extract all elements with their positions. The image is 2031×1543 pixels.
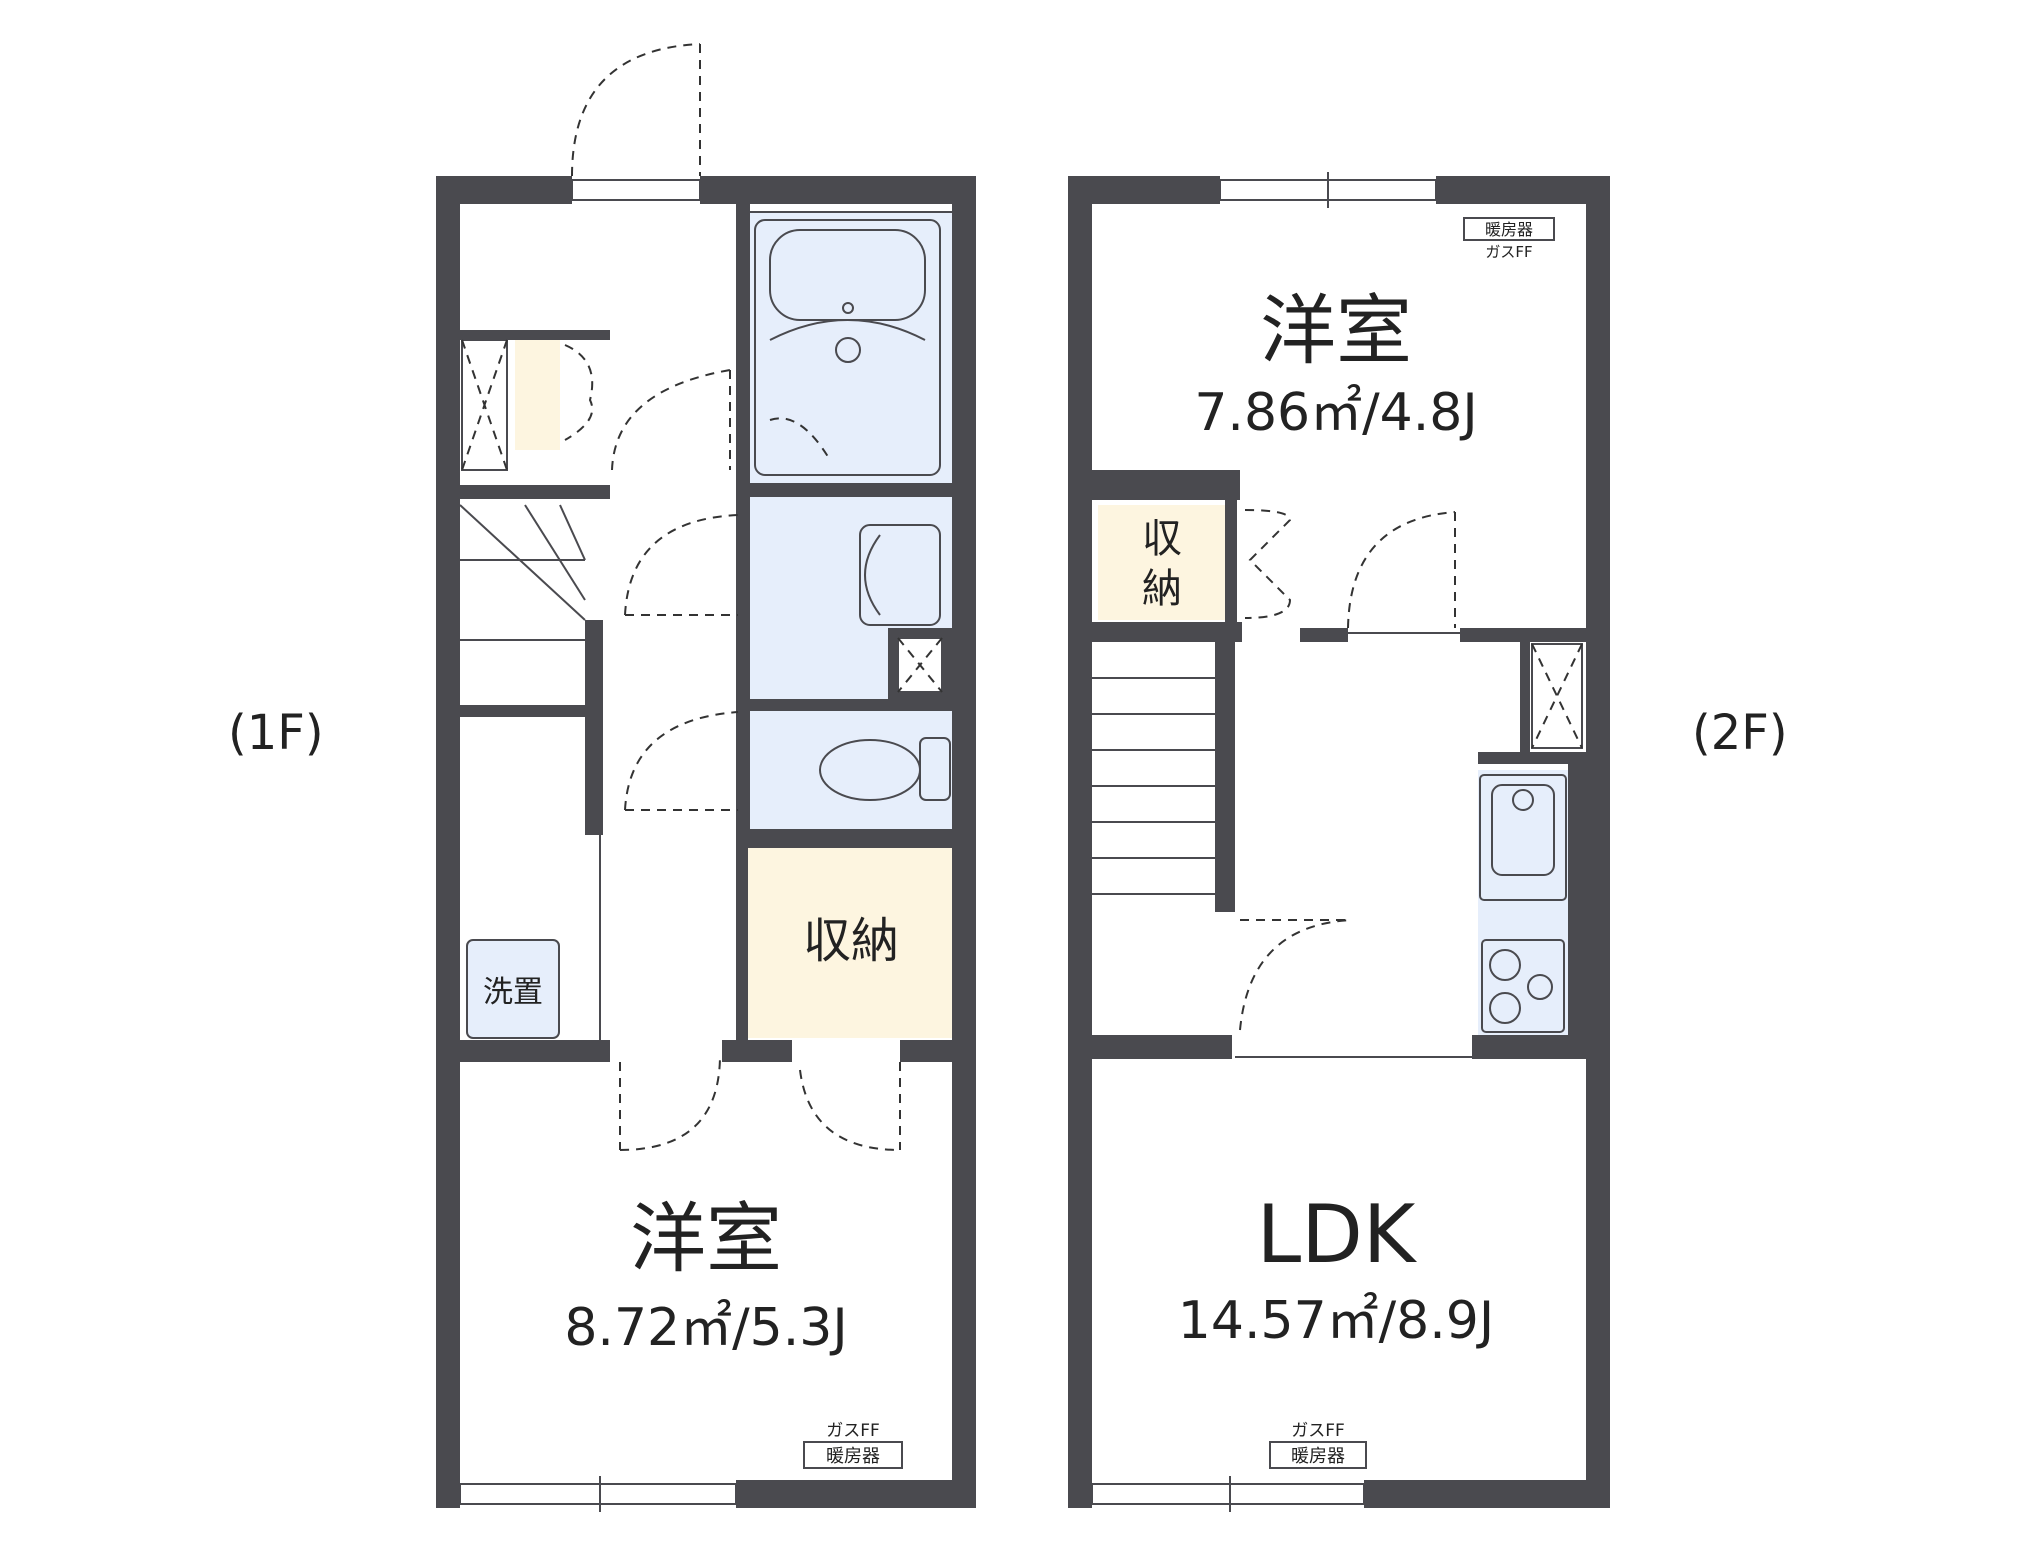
wall-1f-stair-side	[585, 620, 603, 835]
wall-1f-hall-bottom	[460, 1040, 610, 1062]
wall-2f-storage-top	[1092, 470, 1240, 500]
heater-label-1f: 暖房器	[826, 1446, 880, 1467]
stairs-2f	[1092, 677, 1215, 895]
washbasin-1f	[859, 524, 941, 626]
heater-type-1f: ガスFF	[826, 1421, 880, 1441]
wall-1f-top-right	[700, 176, 976, 204]
heater-box-1f	[803, 1441, 903, 1469]
storage-label-1f: 収納	[803, 913, 899, 969]
wall-2f-top-left	[1068, 176, 1220, 204]
wall-2f-stair-side	[1215, 640, 1235, 912]
shoe-cabinet-1f	[515, 340, 560, 450]
ldk-area-2f: 14.57㎡/8.9J	[1178, 1291, 1494, 1351]
wall-1f-toilet-bottom	[748, 830, 976, 848]
floor-label-1f: (1F)	[228, 705, 324, 761]
wall-2f-bedroom-bottom-right	[1460, 628, 1600, 642]
wall-2f-storage-right	[1225, 500, 1237, 630]
wall-1f-storage-bottom-right	[900, 1040, 976, 1062]
wall-2f-left	[1068, 176, 1092, 1508]
wall-1f-storage-bottom	[722, 1040, 792, 1062]
stairs-1f	[459, 504, 586, 641]
wall-1f-wash-bottom	[748, 700, 976, 710]
door-washroom-1f[interactable]	[624, 514, 739, 616]
wall-2f-kitchen-right	[1568, 764, 1586, 1040]
wall-2f-right	[1586, 176, 1610, 1508]
wall-2f-stair-bottom	[1092, 1035, 1232, 1059]
storage-label-2f-line2: 納	[1142, 566, 1182, 612]
heater-label-2f-bedroom: 暖房器	[1485, 220, 1533, 239]
washer-label-1f: 洗置	[483, 975, 543, 1010]
wall-2f-kitchen-bottom	[1472, 1035, 1586, 1059]
ldk-name-2f: LDK	[1257, 1188, 1418, 1281]
wall-2f-storage-bottom	[1092, 622, 1242, 642]
window-ldk-2f	[1091, 1483, 1365, 1505]
window-entrance-1f	[571, 179, 701, 201]
heater-box-ldk	[1269, 1441, 1367, 1469]
wall-1f-left	[436, 176, 460, 1508]
washer-space-1f	[466, 939, 560, 1039]
door-stair-2f[interactable]	[1239, 919, 1353, 1031]
wall-1f-bottom	[736, 1480, 976, 1508]
heater-type-ldk: ガスFF	[1291, 1421, 1345, 1441]
heater-box-2f-bedroom	[1463, 217, 1555, 241]
entrance-door-1f[interactable]	[571, 43, 701, 177]
storage-room-1f	[748, 848, 954, 1038]
heater-type-2f-bedroom: ガスFF	[1485, 243, 1532, 261]
stove-2f	[1481, 939, 1565, 1033]
toilet-1f	[819, 737, 951, 801]
wall-1f-bath-bottom	[748, 484, 976, 496]
window-bedroom-1f	[459, 1483, 737, 1505]
bedroom-name-2f: 洋室	[1260, 286, 1412, 375]
bedroom-area-1f: 8.72㎡/5.3J	[564, 1298, 847, 1358]
wall-2f-top-right	[1436, 176, 1610, 204]
wall-1f-top-left	[436, 176, 572, 204]
storage-room-2f	[1098, 505, 1228, 620]
bedroom-name-1f: 洋室	[630, 1194, 782, 1283]
wall-2f-bedroom-bottom-left	[1300, 628, 1348, 642]
first-floor: 収納 洗置 洋室 8.72㎡/5.3J ガスFF 暖房器	[436, 43, 990, 1512]
wall-2f-shaft-left	[1520, 640, 1530, 752]
wall-1f-storage-left	[736, 840, 748, 1050]
heater-label-ldk: 暖房器	[1291, 1446, 1345, 1467]
kitchen-sink-2f	[1479, 774, 1567, 901]
second-floor: 暖房器 ガスFF 洋室 7.86㎡/4.8J 収 納	[1068, 172, 1610, 1512]
door-bedroom-2f[interactable]	[1347, 511, 1456, 629]
wall-2f-bottom	[1364, 1480, 1610, 1508]
wall-2f-shaft-bottom	[1478, 752, 1586, 764]
door-storage-1f[interactable]	[799, 1069, 901, 1151]
bathtub-1f	[754, 219, 941, 476]
door-storage-2f[interactable]	[1244, 509, 1292, 619]
bedroom-area-2f: 7.86㎡/4.8J	[1194, 383, 1477, 443]
wall-1f-stair-top	[460, 485, 610, 499]
door-toilet-1f[interactable]	[624, 711, 739, 811]
door-entry-hall-1f[interactable]	[611, 369, 731, 471]
wall-1f-stair-bottom	[460, 705, 600, 717]
storage-label-2f-line1: 収	[1142, 516, 1182, 562]
wall-1f-entry	[460, 330, 610, 340]
floor-label-2f: (2F)	[1692, 705, 1788, 761]
wall-1f-wet-left	[736, 200, 750, 840]
door-bedroom-1f[interactable]	[619, 1054, 721, 1151]
